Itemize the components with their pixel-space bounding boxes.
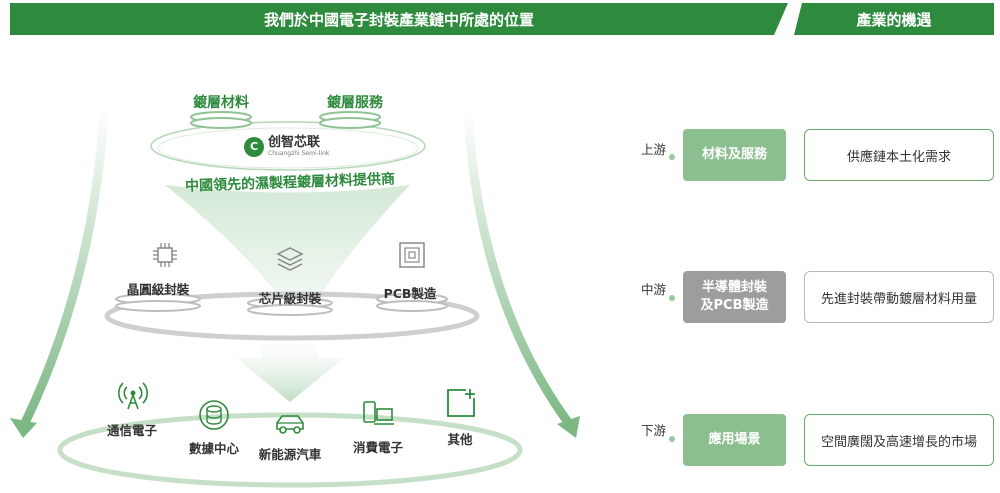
upstream-box-text: 材料及服務 <box>701 147 767 163</box>
telecom-label: 通信電子 <box>106 423 158 438</box>
midstream-opportunity: 先進封裝帶動鍍層材料用量 <box>804 271 994 323</box>
right-curve-arrow <box>463 109 574 428</box>
pcb-label: PCB製造 <box>383 286 437 301</box>
header-left-title: 我們於中國電子封裝產業鏈中所處的位置 <box>263 10 534 29</box>
nev-label: 新能源汽車 <box>258 447 322 462</box>
logo-en-text: Chuangzhi Semi-link <box>268 150 330 157</box>
datacenter-label: 數據中心 <box>188 441 240 456</box>
logo-cn-text: 创智芯联 <box>268 135 321 150</box>
midstream-box-line2: 及PCB製造 <box>700 298 769 313</box>
upstream-opportunity-text: 供應鏈本土化需求 <box>846 149 951 165</box>
service-label: 鍍層服務 <box>327 95 383 111</box>
pcb-icon <box>399 242 425 268</box>
middle-platform <box>104 291 480 341</box>
upstream-opportunity: 供應鏈本土化需求 <box>804 129 994 181</box>
consumer-label: 消費電子 <box>352 440 404 455</box>
midstream-box-line1: 半導體封裝 <box>701 280 767 296</box>
antenna-icon <box>118 382 148 410</box>
wafer-level-label: 晶圓級封裝 <box>126 282 190 297</box>
midstream-box: 半導體封裝 及PCB製造 <box>683 271 786 323</box>
left-curve-arrow <box>19 109 109 427</box>
downstream-box: 應用場景 <box>683 414 786 466</box>
header-right-title: 產業的機遇 <box>856 10 932 29</box>
chip-icon <box>153 243 177 267</box>
material-label: 鍍層材料 <box>193 95 249 111</box>
car-icon <box>276 415 304 434</box>
company-logo: C 创智芯联 Chuangzhi Semi-link <box>244 136 329 157</box>
downstream-opportunity-text: 空間廣闊及高速增長的市場 <box>820 434 977 450</box>
upstream-label: 上游 <box>641 142 667 157</box>
downstream-label: 下游 <box>641 423 667 438</box>
chip-level-label: 芯片級封裝 <box>258 291 322 306</box>
bottom-platform <box>57 412 523 488</box>
plus-icon <box>447 389 475 417</box>
midstream-opportunity-text: 先進封裝帶動鍍層材料用量 <box>820 291 977 307</box>
others-label: 其他 <box>447 432 473 447</box>
logo-mark-icon: C <box>244 136 264 157</box>
midstream-label: 中游 <box>641 282 667 297</box>
funnel-shape <box>165 185 410 330</box>
down-arrow <box>236 330 344 402</box>
upstream-box: 材料及服務 <box>683 129 786 181</box>
header-banner-right: 產業的機遇 <box>794 3 994 35</box>
downstream-box-text: 應用場景 <box>708 432 761 448</box>
database-icon <box>199 400 229 430</box>
devices-icon <box>363 401 394 425</box>
header-banner-left: 我們於中國電子封裝產業鏈中所處的位置 <box>10 3 788 35</box>
top-platform <box>150 121 426 171</box>
layers-icon <box>276 247 304 271</box>
downstream-opportunity: 空間廣闊及高速增長的市場 <box>804 414 994 466</box>
